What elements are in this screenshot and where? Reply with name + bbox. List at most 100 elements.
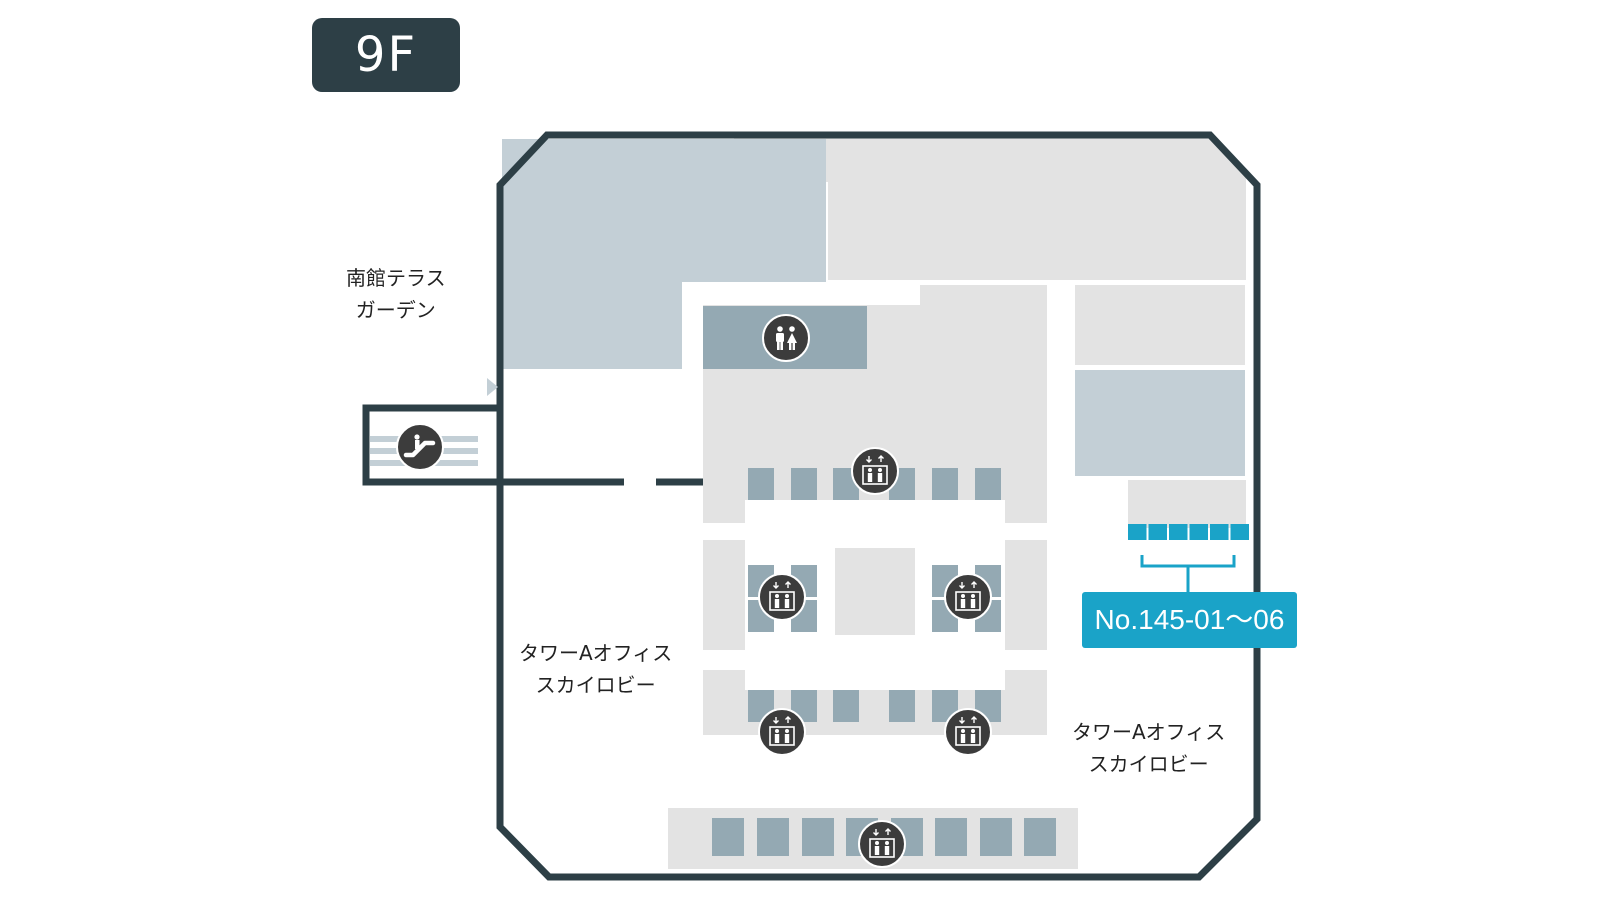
- label-line: タワーAオフィス: [519, 641, 673, 665]
- coin-lockers: [1128, 524, 1249, 540]
- blue-shops: [502, 139, 1245, 476]
- person-head: [775, 729, 779, 733]
- restroom-icon[interactable]: [762, 314, 810, 362]
- east-shop-lower: [1075, 370, 1245, 476]
- person-body: [784, 734, 790, 743]
- elevator-icon[interactable]: [858, 820, 906, 868]
- floor-badge: 9F: [312, 18, 460, 92]
- up-arrow: [785, 581, 791, 588]
- elevator-car: [802, 818, 834, 856]
- man-leg: [780, 341, 783, 350]
- locker-number-callout[interactable]: No.145-01～06: [1082, 592, 1297, 648]
- locker-unit[interactable]: [1189, 524, 1209, 540]
- elevator-icon[interactable]: [944, 573, 992, 621]
- elevator-frame: [955, 726, 981, 746]
- person-head: [961, 594, 965, 598]
- label-line: 南館テラス: [346, 266, 446, 290]
- escalator-icon[interactable]: [396, 423, 444, 471]
- escalator-corridor-walls: [362, 404, 703, 486]
- person-body: [774, 599, 780, 608]
- person-head: [785, 594, 789, 598]
- man-head: [777, 326, 783, 332]
- down-arrow: [959, 717, 965, 724]
- label-line: スカイロビー: [1088, 752, 1209, 776]
- elevator-frame: [869, 838, 895, 858]
- person-body: [970, 599, 976, 608]
- northwest-shop: [502, 139, 826, 282]
- elevator-icon[interactable]: [944, 708, 992, 756]
- icon-background: [762, 314, 810, 362]
- elevator-car: [889, 690, 915, 722]
- icon-background: [944, 708, 992, 756]
- entrance-arrow: [487, 378, 498, 396]
- person-head: [868, 468, 872, 472]
- elevator-frame: [769, 591, 795, 611]
- locker-unit[interactable]: [1128, 524, 1147, 540]
- person-body: [970, 734, 976, 743]
- person-head: [785, 729, 789, 733]
- person-head: [775, 594, 779, 598]
- up-arrow: [971, 581, 977, 588]
- elevator-car: [757, 818, 789, 856]
- person-body: [884, 846, 890, 855]
- sky-lobby-east-label: タワーAオフィス スカイロビー: [1072, 716, 1225, 780]
- terrace-garden-label: 南館テラス ガーデン: [346, 262, 446, 326]
- locker-unit[interactable]: [1169, 524, 1188, 540]
- locker-unit[interactable]: [1230, 524, 1250, 540]
- icon-background: [858, 820, 906, 868]
- elevator-frame: [862, 465, 888, 485]
- bracket-line: [1140, 555, 1236, 568]
- locker-unit[interactable]: [1148, 524, 1168, 540]
- locker-bracket: [1140, 555, 1236, 592]
- person-body: [877, 473, 883, 482]
- corridor-south: [745, 635, 1005, 690]
- up-arrow: [971, 716, 977, 723]
- down-arrow: [873, 829, 879, 836]
- person-head: [875, 841, 879, 845]
- down-arrow: [959, 582, 965, 589]
- up-arrow: [878, 455, 884, 462]
- corridors: [745, 500, 1005, 690]
- elevator-car: [791, 468, 817, 500]
- woman-leg: [789, 342, 792, 350]
- elevator-frame: [769, 726, 795, 746]
- person-head: [961, 729, 965, 733]
- locker-unit[interactable]: [1210, 524, 1229, 540]
- icon-background: [758, 708, 806, 756]
- east-locker-room: [1128, 480, 1246, 528]
- elevator-car: [980, 818, 1012, 856]
- down-arrow: [866, 456, 872, 463]
- down-arrow: [773, 582, 779, 589]
- elevator-icon[interactable]: [758, 573, 806, 621]
- label-line: スカイロビー: [535, 673, 656, 697]
- person-body: [960, 599, 966, 608]
- person-body: [784, 599, 790, 608]
- elevator-icon[interactable]: [851, 447, 899, 495]
- person-head: [878, 468, 882, 472]
- label-line: ガーデン: [355, 298, 436, 322]
- elevator-car: [748, 468, 774, 500]
- icon-background: [758, 573, 806, 621]
- person-body: [415, 440, 420, 449]
- person-head: [971, 594, 975, 598]
- person-head: [885, 841, 889, 845]
- down-arrow: [773, 717, 779, 724]
- core-mid-west: [703, 540, 745, 650]
- north-shop-area: [734, 137, 1246, 280]
- elevator-frame: [955, 591, 981, 611]
- elevator-car: [1024, 818, 1056, 856]
- corridor-north: [745, 500, 1005, 548]
- up-arrow: [885, 828, 891, 835]
- core-mid-center: [835, 540, 915, 650]
- map-icons: [396, 314, 992, 868]
- icon-background: [944, 573, 992, 621]
- northwest-shop-lower: [502, 280, 682, 369]
- core-mid-east: [1005, 540, 1047, 650]
- elevator-car: [975, 468, 1001, 500]
- elevator-car: [712, 818, 744, 856]
- elevator-icon[interactable]: [758, 708, 806, 756]
- man-leg: [777, 341, 780, 350]
- woman-leg: [792, 342, 795, 350]
- man-body: [776, 333, 784, 342]
- east-shop-upper: [1075, 285, 1245, 365]
